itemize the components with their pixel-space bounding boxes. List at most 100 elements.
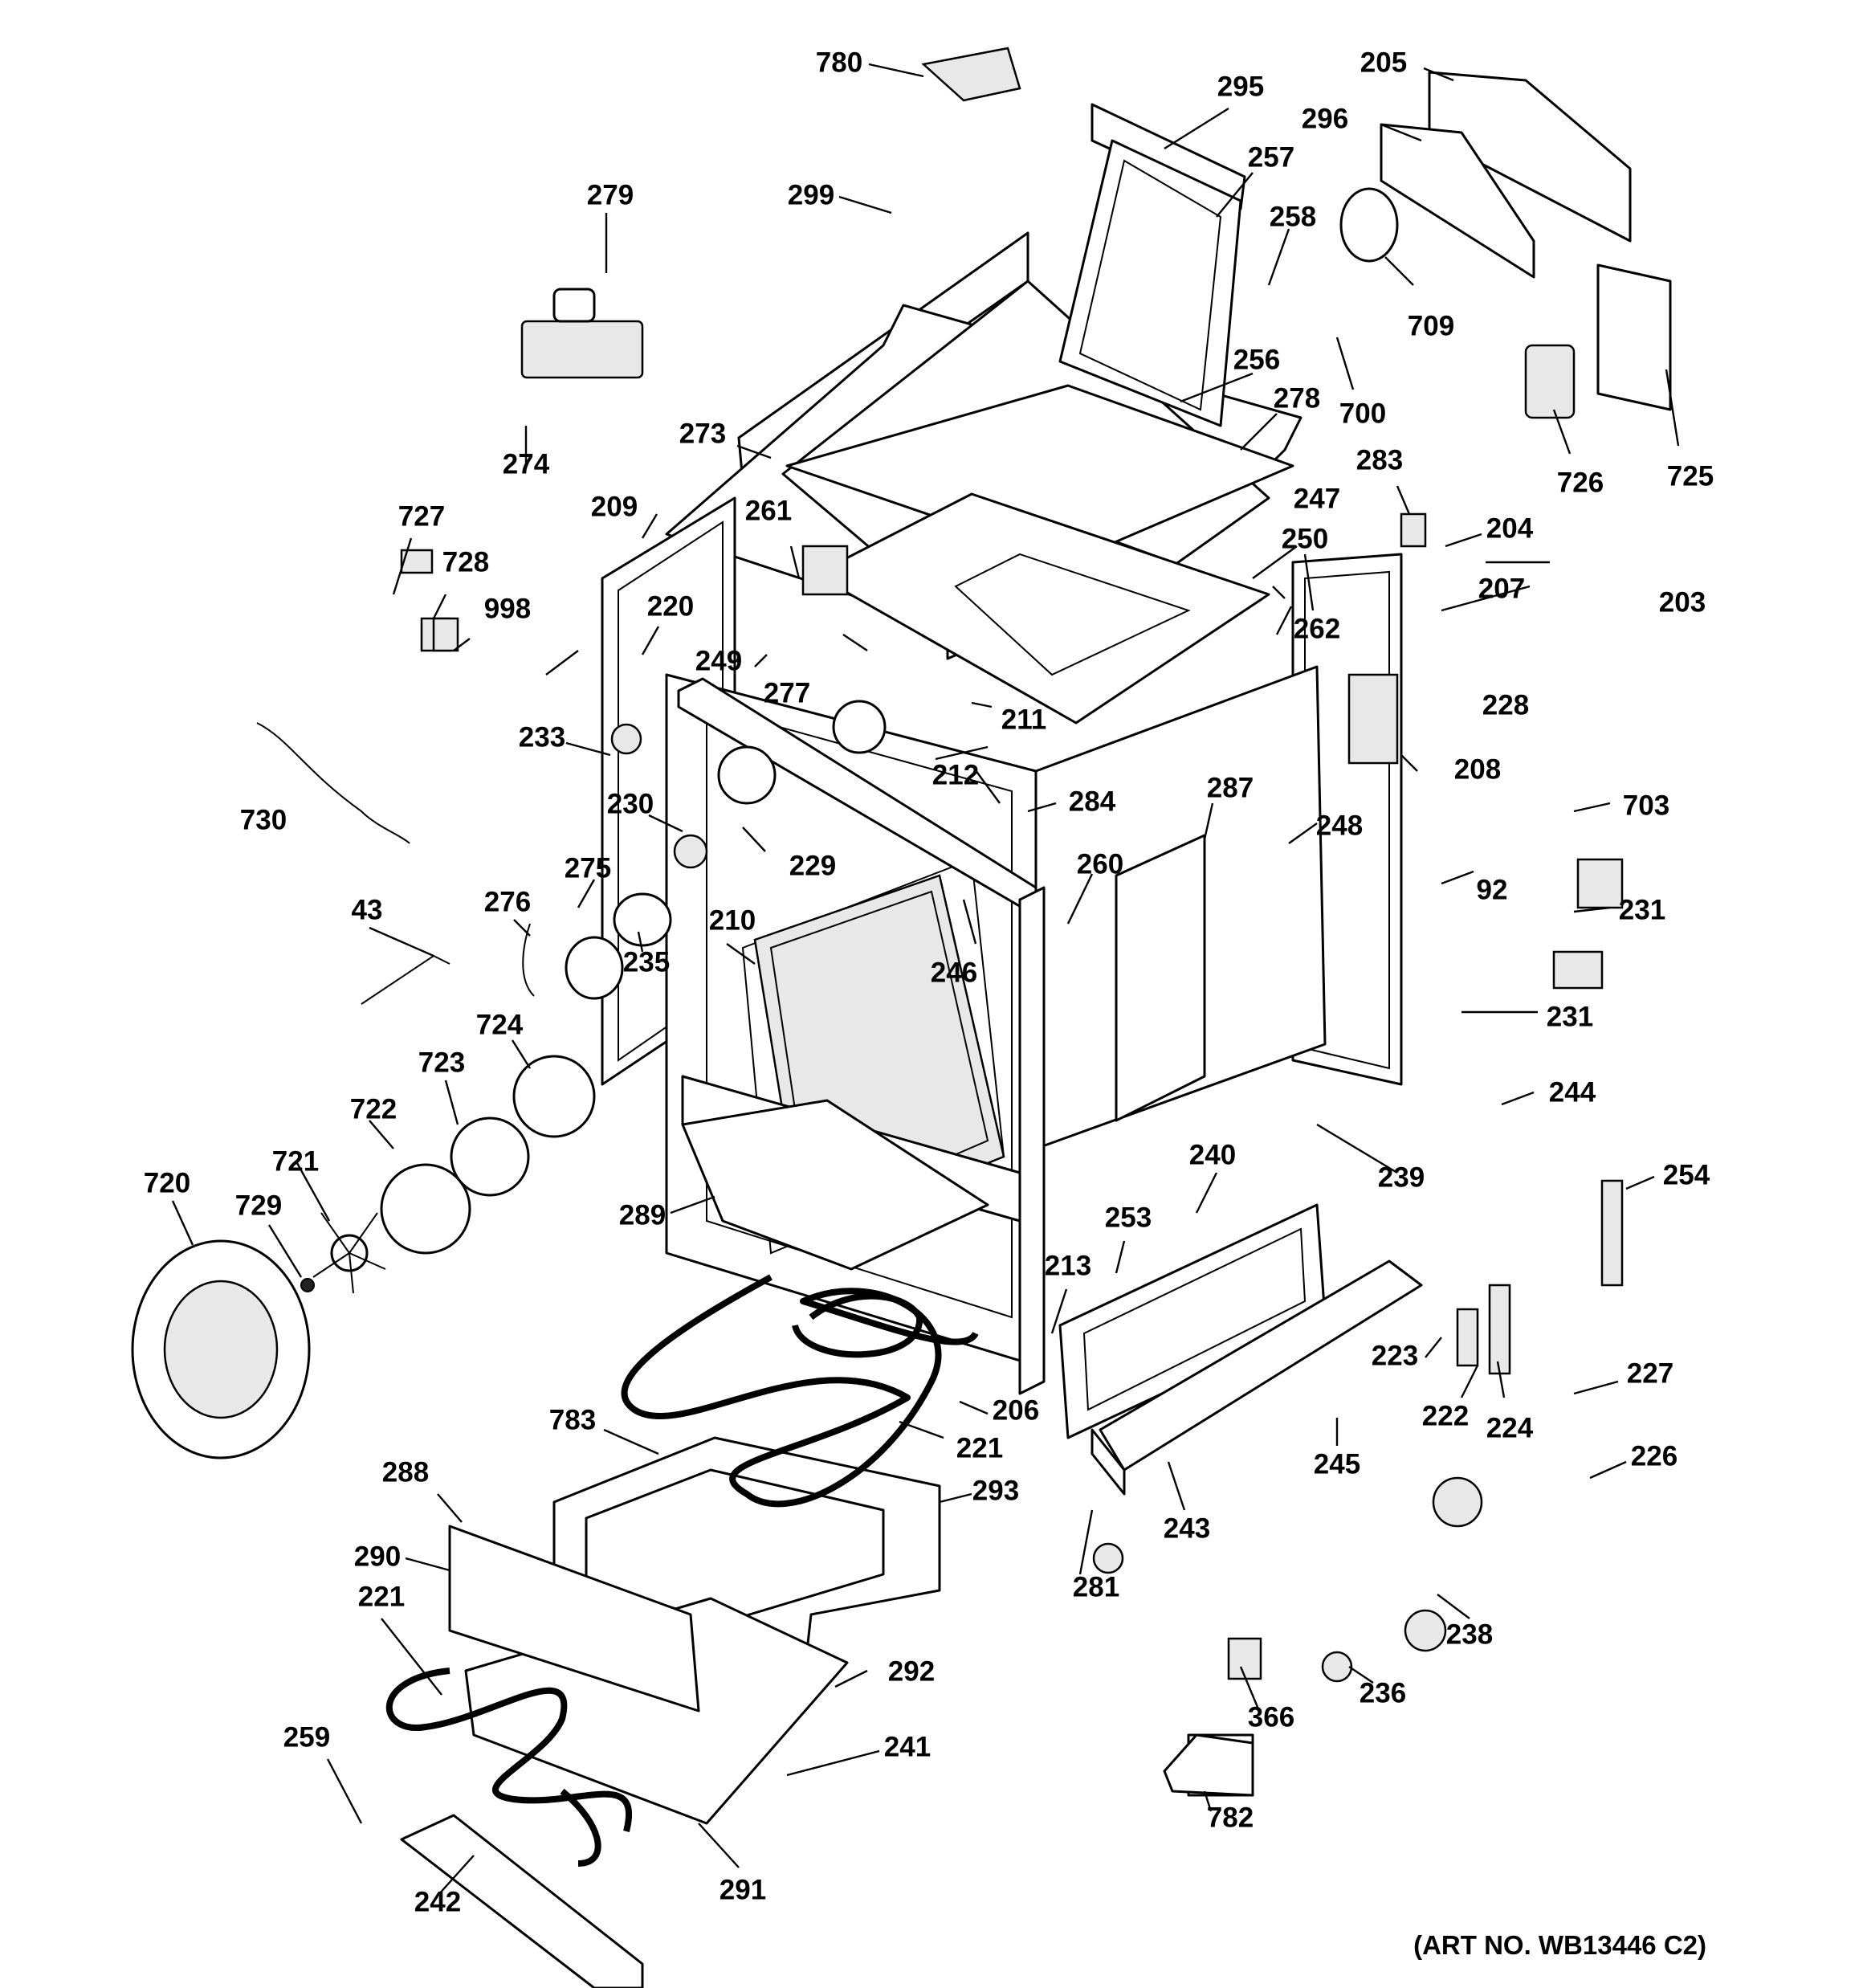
- callout-236: 236: [1360, 1677, 1406, 1708]
- callout-274: 274: [503, 448, 550, 480]
- callout-258: 258: [1270, 201, 1316, 232]
- callout-275: 275: [565, 852, 611, 884]
- callout-257: 257: [1248, 141, 1294, 173]
- callout-288: 288: [382, 1456, 429, 1488]
- callout-293: 293: [972, 1475, 1019, 1506]
- drawer-assembly: [400, 1436, 941, 1988]
- callout-729: 729: [235, 1190, 282, 1221]
- callout-229: 229: [789, 850, 836, 881]
- callout-291: 291: [720, 1874, 766, 1905]
- callout-709: 709: [1408, 310, 1454, 341]
- callout-242: 242: [414, 1886, 461, 1917]
- callout-780: 780: [816, 47, 862, 78]
- burner-box-289: [681, 1099, 989, 1271]
- callout-290: 290: [354, 1541, 401, 1572]
- callout-223: 223: [1372, 1340, 1418, 1371]
- callout-203: 203: [1659, 586, 1706, 618]
- callout-210: 210: [709, 904, 756, 936]
- callout-703: 703: [1623, 790, 1669, 821]
- callout-262: 262: [1294, 613, 1340, 644]
- callout-221b: 221: [358, 1581, 405, 1612]
- callout-289: 289: [619, 1199, 666, 1231]
- callout-245: 245: [1314, 1448, 1360, 1480]
- callout-279: 279: [587, 179, 634, 210]
- vent-duct-assembly: [1058, 103, 1246, 427]
- callout-998: 998: [484, 593, 531, 624]
- callout-207: 207: [1478, 573, 1525, 604]
- callout-295: 295: [1217, 71, 1264, 102]
- callout-208: 208: [1454, 753, 1501, 785]
- control-box-725: [1596, 263, 1672, 411]
- heat-shield-296: [1380, 123, 1535, 279]
- callout-283: 283: [1356, 444, 1403, 476]
- callout-205: 205: [1360, 47, 1407, 78]
- callout-221a: 221: [956, 1432, 1003, 1463]
- callout-278: 278: [1274, 382, 1320, 414]
- callout-700: 700: [1339, 398, 1386, 429]
- callout-782: 782: [1207, 1802, 1254, 1833]
- callout-260: 260: [1077, 848, 1123, 880]
- callout-231a: 231: [1619, 894, 1665, 925]
- callout-labels: 780 295 205 296 257 299 279 258 709 700 …: [144, 47, 1714, 1917]
- callout-206: 206: [993, 1394, 1039, 1426]
- callout-230: 230: [607, 788, 654, 819]
- inner-top-247: [813, 492, 1270, 725]
- callout-209: 209: [591, 491, 638, 522]
- thermostat-279: [520, 288, 644, 379]
- callout-247: 247: [1294, 483, 1340, 514]
- callout-248: 248: [1316, 810, 1363, 841]
- callout-366: 366: [1248, 1701, 1294, 1733]
- callout-224: 224: [1486, 1412, 1534, 1443]
- callout-296: 296: [1302, 103, 1348, 134]
- callout-724: 724: [476, 1009, 524, 1040]
- callout-246: 246: [931, 957, 977, 988]
- callout-725: 725: [1667, 460, 1714, 492]
- callout-238: 238: [1446, 1619, 1493, 1650]
- callout-287: 287: [1207, 772, 1254, 803]
- callout-226: 226: [1631, 1440, 1678, 1472]
- callout-43: 43: [352, 894, 383, 925]
- callout-261: 261: [745, 495, 792, 526]
- callout-720: 720: [144, 1167, 190, 1198]
- callout-249: 249: [695, 645, 742, 676]
- callout-730: 730: [240, 804, 287, 835]
- callout-244: 244: [1549, 1076, 1596, 1108]
- callout-256: 256: [1233, 344, 1280, 375]
- broil-element-lower: [385, 1668, 633, 1867]
- callout-727: 727: [398, 500, 445, 532]
- callout-253: 253: [1105, 1202, 1152, 1233]
- callout-722: 722: [350, 1093, 397, 1125]
- callout-204: 204: [1486, 512, 1534, 544]
- manifold-243: [1099, 1259, 1423, 1472]
- leader-lines: [171, 63, 1680, 1896]
- callout-259: 259: [283, 1721, 330, 1753]
- callout-213: 213: [1045, 1250, 1091, 1281]
- callout-220: 220: [647, 590, 694, 622]
- callout-231b: 231: [1547, 1001, 1593, 1032]
- callout-299: 299: [788, 179, 834, 210]
- callout-241: 241: [884, 1731, 931, 1762]
- callout-92: 92: [1477, 874, 1508, 905]
- callout-728: 728: [442, 546, 489, 578]
- callout-292: 292: [888, 1655, 935, 1687]
- small-fittings: [256, 512, 1624, 1797]
- callout-273: 273: [679, 418, 726, 449]
- callout-281: 281: [1073, 1571, 1119, 1602]
- callout-723: 723: [418, 1047, 465, 1078]
- bake-element-upper: [621, 1274, 979, 1508]
- callout-250: 250: [1282, 523, 1328, 554]
- callout-277: 277: [764, 677, 810, 708]
- callout-783: 783: [549, 1404, 596, 1435]
- callout-243: 243: [1164, 1512, 1210, 1544]
- callout-222: 222: [1422, 1400, 1469, 1431]
- callout-228: 228: [1482, 689, 1529, 720]
- callout-239: 239: [1378, 1161, 1425, 1193]
- art-number-caption: (ART NO. WB13446 C2): [1413, 1930, 1706, 1960]
- callout-235: 235: [623, 946, 670, 978]
- convection-fan-group: [131, 1055, 596, 1459]
- callout-211: 211: [1001, 704, 1046, 735]
- grille-780: [921, 47, 1021, 102]
- callout-284: 284: [1069, 786, 1116, 817]
